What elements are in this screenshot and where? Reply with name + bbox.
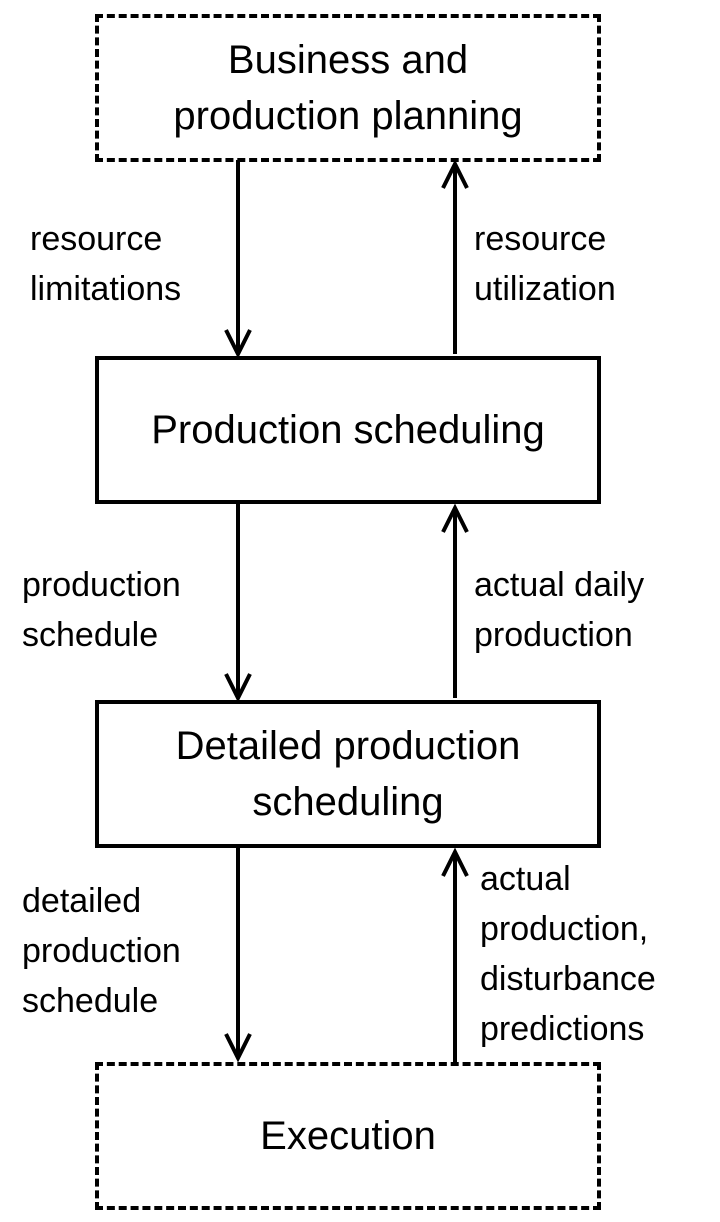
node-detailed-production-scheduling-label: Detailed production scheduling xyxy=(175,724,521,824)
node-execution: Execution xyxy=(95,1062,601,1210)
arrow-detailed-production-schedule xyxy=(224,848,252,1063)
node-execution-label: Execution xyxy=(260,1114,436,1158)
node-business-planning-label: Business and production planning xyxy=(173,38,523,138)
label-detailed-production-schedule: detailed production schedule xyxy=(22,882,181,1020)
node-production-scheduling-label: Production scheduling xyxy=(151,408,545,452)
label-production-schedule: production schedule xyxy=(22,566,181,654)
arrow-resource-utilization xyxy=(441,159,469,354)
label-resource-utilization: resource utilization xyxy=(474,220,616,308)
arrow-actual-daily-production xyxy=(441,503,469,698)
node-business-planning: Business and production planning xyxy=(95,14,601,162)
label-actual-daily-production: actual daily production xyxy=(474,566,645,654)
arrow-production-schedule xyxy=(224,504,252,703)
label-actual-production-disturbance: actual production, disturbance predictio… xyxy=(480,860,656,1048)
arrow-resource-limitations xyxy=(224,160,252,359)
arrow-actual-production-disturbance xyxy=(441,847,469,1062)
node-production-scheduling: Production scheduling xyxy=(95,356,601,504)
node-detailed-production-scheduling: Detailed production scheduling xyxy=(95,700,601,848)
label-resource-limitations: resource limitations xyxy=(30,220,182,308)
